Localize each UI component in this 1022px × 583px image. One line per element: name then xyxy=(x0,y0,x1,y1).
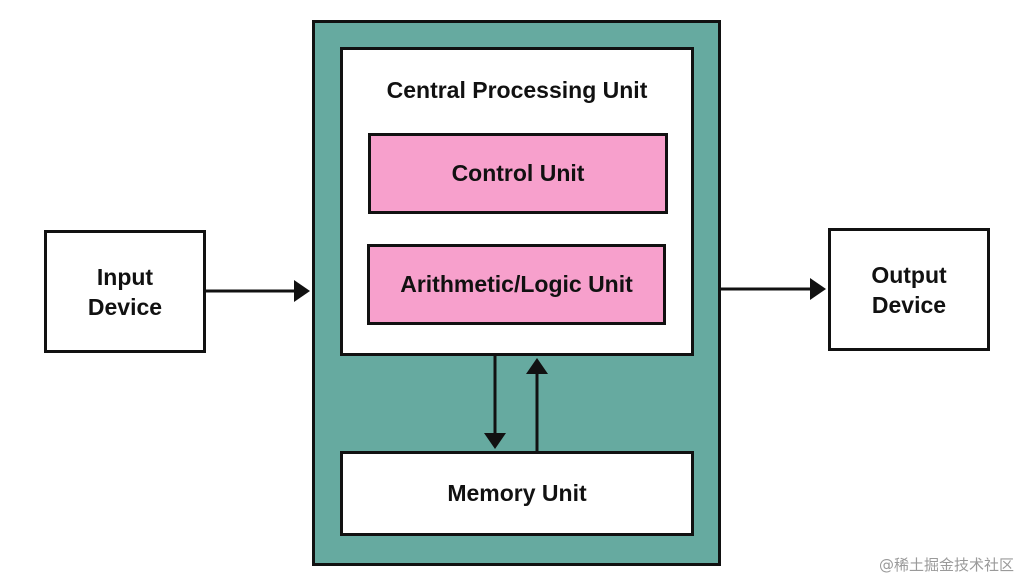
input-device-label-line1: Input xyxy=(96,263,154,290)
alu-box: Arithmetic/Logic Unit xyxy=(367,244,666,325)
output-device-box: Output Device xyxy=(828,228,990,351)
input-to-cpu-arrow xyxy=(206,280,310,302)
input-device-label-line2: Device xyxy=(87,293,163,320)
watermark: @稀土掘金技术社区 xyxy=(878,556,1014,574)
memory-unit-label: Memory Unit xyxy=(447,480,587,506)
cpu-to-output-arrow xyxy=(721,278,826,300)
alu-label: Arithmetic/Logic Unit xyxy=(400,271,633,297)
output-device-label-line1: Output xyxy=(871,261,947,288)
control-unit-box: Control Unit xyxy=(368,133,668,214)
memory-unit-box: Memory Unit xyxy=(340,451,694,536)
output-device-label-line2: Device xyxy=(871,291,947,318)
control-unit-label: Control Unit xyxy=(451,160,585,186)
input-device-box: Input Device xyxy=(44,230,206,353)
cpu-title: Central Processing Unit xyxy=(386,77,648,103)
